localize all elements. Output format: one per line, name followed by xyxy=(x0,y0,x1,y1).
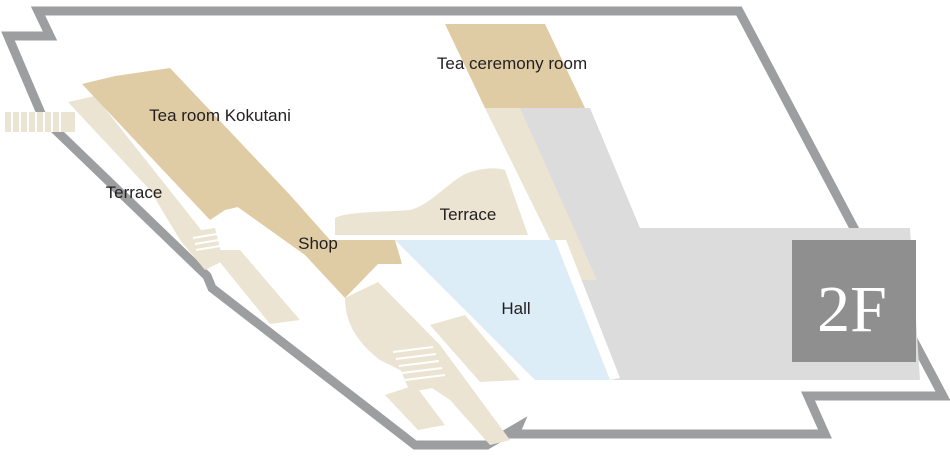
corridor xyxy=(485,108,597,280)
hall[interactable] xyxy=(395,240,610,380)
hall-partition xyxy=(555,240,620,380)
label-hall: Hall xyxy=(501,299,530,318)
shop[interactable] xyxy=(225,195,402,298)
tea-ceremony-room[interactable] xyxy=(445,24,585,108)
lower-room-2 xyxy=(385,385,445,430)
label-terrace-left: Terrace xyxy=(106,183,163,202)
terrace-left-lower xyxy=(210,250,300,324)
label-shop: Shop xyxy=(298,234,338,253)
floor-badge xyxy=(792,240,916,362)
stairs-lower xyxy=(390,340,450,392)
terrace-center[interactable] xyxy=(335,168,528,235)
terrace-left[interactable] xyxy=(68,96,225,270)
floor-label: 2F xyxy=(817,273,887,346)
label-tea-ceremony-room: Tea ceremony room xyxy=(437,54,587,73)
lower-room xyxy=(430,315,520,382)
label-terrace-center: Terrace xyxy=(440,205,497,224)
label-tea-room-kokutani: Tea room Kokutani xyxy=(149,106,291,125)
stairs-left xyxy=(5,112,75,132)
stairs-mid xyxy=(190,228,222,260)
tea-room-kokutani[interactable] xyxy=(82,68,290,220)
